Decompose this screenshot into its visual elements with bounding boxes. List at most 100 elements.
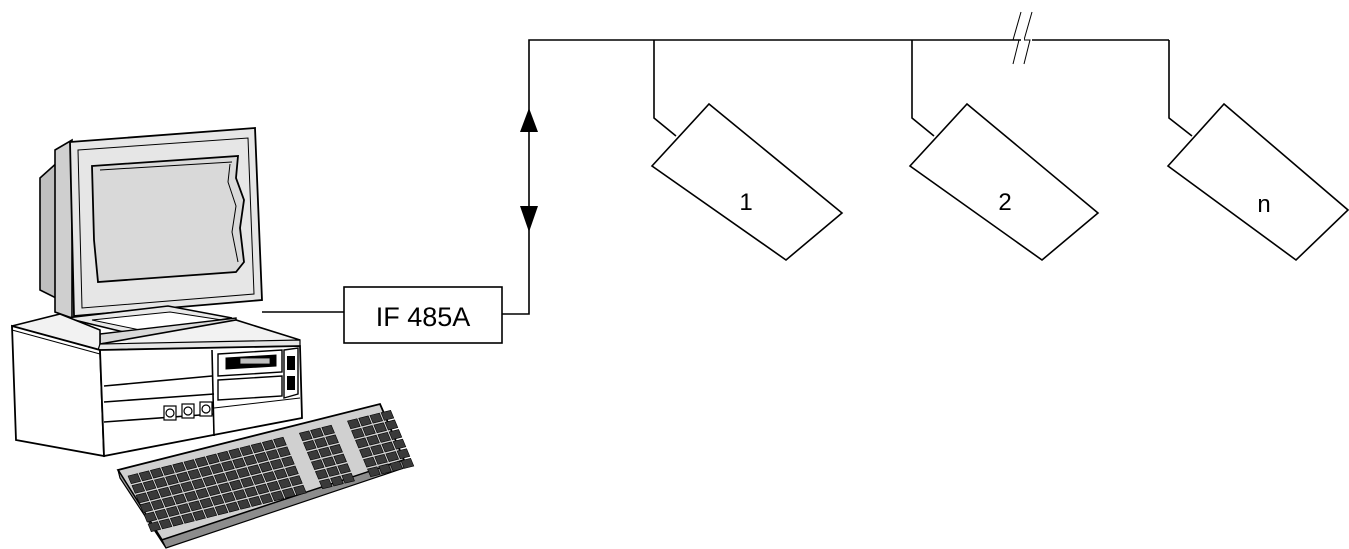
- device-n-label: n: [1257, 191, 1270, 218]
- disk-drive-bays: [213, 347, 301, 409]
- keyboard-key: [146, 489, 161, 501]
- keyboard-key: [187, 468, 202, 480]
- keyboard-key: [213, 472, 228, 484]
- keyboard-key: [188, 500, 202, 512]
- keyboard-key: [381, 441, 396, 453]
- keyboard-key: [210, 494, 225, 506]
- keyboard-key: [248, 496, 262, 507]
- interface-box: IF 485A: [343, 286, 503, 344]
- keyboard-key: [374, 453, 388, 465]
- keyboard-key: [180, 481, 194, 493]
- keyboard-key: [289, 475, 303, 487]
- keyboard-key: [251, 474, 266, 485]
- keyboard-key: [269, 458, 284, 470]
- keyboard-key: [221, 460, 235, 472]
- keyboard-key: [225, 470, 239, 481]
- keyboard-key: [225, 501, 240, 513]
- keyboard-key: [195, 488, 210, 499]
- keyboard-key: [281, 487, 296, 499]
- keyboard-key: [228, 448, 242, 459]
- keyboard-key: [298, 430, 313, 442]
- keyboard-key: [139, 502, 154, 513]
- bidirectional-arrow: [520, 108, 538, 232]
- keyboard-key: [244, 486, 258, 498]
- keyboard-key: [127, 473, 142, 485]
- keyboard-key: [165, 474, 179, 486]
- keyboard-key: [205, 453, 220, 465]
- keyboard-key: [363, 456, 377, 468]
- rs485-bus: [502, 11, 1193, 315]
- keyboard-key: [314, 437, 328, 448]
- keyboard-key: [330, 475, 344, 487]
- keyboard-key: [169, 484, 183, 495]
- keyboard-key: [318, 478, 333, 490]
- keyboard-key: [367, 466, 381, 478]
- keyboard-key: [214, 504, 229, 516]
- keyboard-key: [135, 492, 150, 504]
- keyboard-key: [273, 436, 287, 448]
- keyboard-key: [306, 449, 321, 461]
- device-1: 1: [650, 102, 844, 262]
- keyboard-key: [161, 464, 175, 476]
- keyboard-key: [237, 498, 251, 510]
- keyboard-key: [138, 470, 153, 482]
- keyboard-key: [154, 508, 169, 520]
- keyboard-key: [161, 496, 176, 508]
- keyboard-key: [389, 460, 404, 472]
- keyboard-key: [203, 507, 218, 519]
- keyboard-key: [266, 480, 281, 492]
- keyboard-key: [325, 434, 339, 446]
- keyboard-key: [385, 451, 400, 462]
- keyboard-key: [355, 437, 369, 449]
- keyboard-key: [380, 409, 395, 421]
- keyboard-key: [181, 512, 195, 524]
- keyboard-key: [369, 412, 384, 424]
- keyboard-key: [396, 448, 411, 460]
- front-panel-knobs: [163, 401, 213, 421]
- keyboard-key: [270, 490, 285, 502]
- keyboard-key: [329, 444, 343, 455]
- keyboard-key: [217, 450, 231, 462]
- keyboard-key: [221, 492, 236, 503]
- keyboard-key: [158, 518, 173, 530]
- computer: [11, 127, 415, 549]
- keyboard-key: [259, 493, 274, 505]
- keyboard-key: [285, 465, 299, 477]
- keyboard-key: [314, 468, 329, 480]
- keyboard-key: [199, 497, 214, 509]
- keyboard-key: [321, 424, 335, 436]
- keyboard-key: [358, 415, 372, 427]
- keyboard-key: [143, 511, 158, 523]
- keyboard-key: [206, 485, 221, 497]
- interface-box-label: IF 485A: [376, 302, 471, 332]
- keyboard-key: [370, 444, 384, 456]
- keyboard-key: [194, 456, 209, 468]
- keyboard-key: [183, 459, 198, 471]
- keyboard-key: [147, 521, 162, 533]
- keyboard-key: [233, 489, 247, 501]
- keyboard-key: [243, 454, 258, 466]
- keyboard-key: [202, 475, 217, 487]
- keyboard-key: [310, 427, 324, 439]
- keyboard-key: [254, 452, 269, 463]
- keyboard-key: [378, 463, 392, 475]
- keyboard-key: [209, 463, 224, 475]
- keyboard-key: [366, 434, 380, 446]
- keyboard-key: [273, 468, 288, 480]
- keyboard-key: [318, 446, 332, 458]
- keyboard-key: [258, 461, 273, 473]
- keyboard-key: [265, 449, 280, 461]
- keyboard-key: [247, 464, 262, 476]
- keyboard-key: [240, 476, 254, 488]
- keyboard-key: [293, 484, 307, 496]
- keyboard-key: [142, 480, 157, 491]
- keyboard-key: [153, 477, 168, 489]
- keyboard-key: [377, 431, 392, 443]
- keyboard-key: [351, 427, 365, 439]
- keyboard-key: [157, 486, 172, 498]
- keyboard-key: [150, 499, 165, 511]
- keyboard-key: [239, 445, 254, 457]
- keyboard-key: [173, 493, 187, 505]
- keyboard-key: [347, 418, 361, 430]
